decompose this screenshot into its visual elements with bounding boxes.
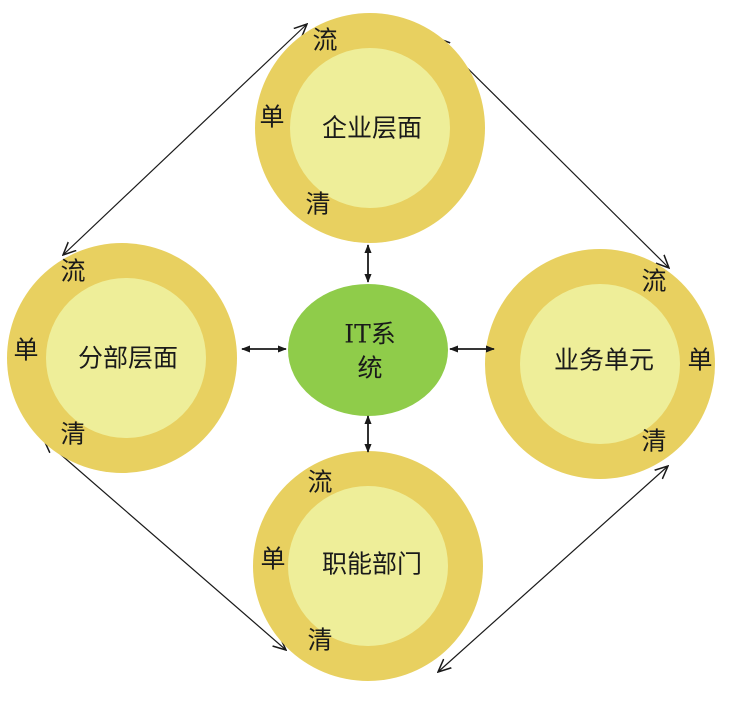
node-top-list: 单: [259, 103, 284, 132]
center-core-ellipse: [288, 284, 448, 416]
node-top: 企业层面 流 单 清: [255, 13, 485, 243]
node-bottom-clear: 清: [307, 626, 332, 655]
node-top-flow: 流: [312, 26, 337, 55]
node-bottom-label: 职能部门: [322, 550, 422, 579]
center-core-line1: IT系: [344, 320, 396, 349]
node-bottom-list: 单: [260, 545, 285, 574]
arrow-top-left: [63, 24, 307, 255]
node-right-list: 单: [687, 346, 712, 375]
node-right: 业务单元 流 单 清: [485, 249, 715, 479]
arrow-left-bottom: [44, 440, 286, 650]
node-right-label: 业务单元: [554, 346, 654, 375]
node-right-inner-circle: [520, 284, 680, 444]
node-bottom-flow: 流: [307, 468, 332, 497]
node-left-clear: 清: [60, 420, 85, 449]
node-top-clear: 清: [305, 190, 330, 219]
node-right-flow: 流: [641, 267, 666, 296]
node-top-inner-circle: [290, 48, 450, 208]
node-left-label: 分部层面: [78, 344, 178, 373]
node-left-flow: 流: [60, 257, 85, 286]
node-left-list: 单: [13, 336, 38, 365]
node-bottom-inner-circle: [288, 486, 448, 646]
center-core-line2: 统: [357, 354, 382, 383]
arrow-top-right: [437, 38, 669, 268]
node-bottom: 职能部门 流 单 清: [253, 451, 483, 681]
node-right-clear: 清: [641, 427, 666, 456]
arrow-right-bottom: [438, 466, 668, 672]
center-core: IT系 统: [288, 284, 448, 416]
node-top-label: 企业层面: [322, 114, 422, 143]
node-left-inner-circle: [46, 278, 206, 438]
node-left: 分部层面 流 单 清: [7, 243, 237, 473]
